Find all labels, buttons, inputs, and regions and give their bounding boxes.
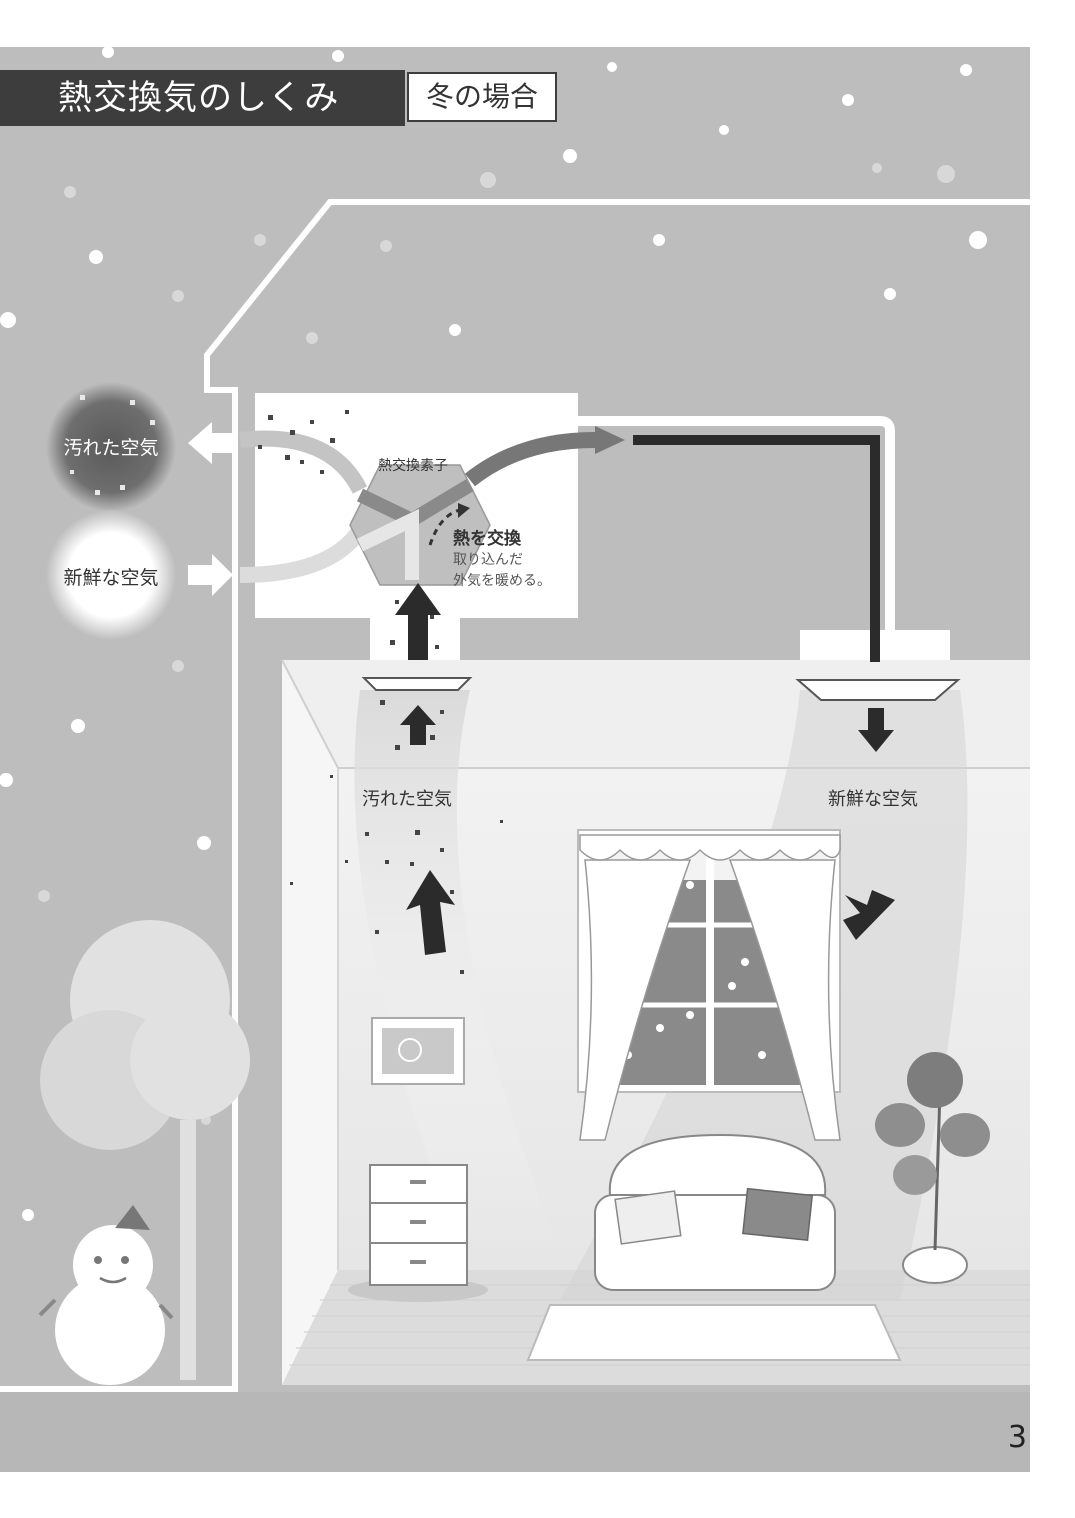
unit-intake-arrow (395, 583, 441, 660)
intake-outside-arrow (188, 554, 233, 596)
supply-vent (795, 679, 961, 701)
dresser (348, 1164, 488, 1302)
house-outline (204, 199, 1030, 1389)
snowman (38, 1205, 174, 1385)
intake-duct (239, 525, 367, 583)
exhaust-vent (361, 677, 473, 691)
exhaust-duct (239, 430, 368, 494)
attic-frame (570, 416, 895, 650)
heat-exchange-element-label: 熱交換素子 (378, 458, 448, 474)
wall-picture (371, 1017, 465, 1085)
snowflakes (0, 46, 987, 1221)
heat-exchange-title: 熱を交換 (453, 529, 521, 549)
heat-exchange-arrow (428, 508, 461, 546)
rug (526, 1304, 902, 1361)
potted-plant (875, 1052, 990, 1284)
heat-exchange-desc-1: 取り込んだ (453, 552, 523, 568)
supply-vent-arrow (858, 708, 894, 752)
page-number: 3 (1007, 1420, 1027, 1455)
exhaust-vent-arrow (400, 705, 436, 745)
page-title: 熱交換気のしくみ (0, 70, 405, 126)
ground-band (0, 1392, 1030, 1472)
room-dirty-arrow (406, 870, 455, 955)
room-dirty-air-label: 汚れた空気 (362, 789, 452, 810)
dirty-air-bubble (46, 382, 176, 512)
tree (40, 920, 250, 1380)
sofa (594, 1133, 836, 1291)
fresh-air-bubble (46, 510, 176, 640)
window (577, 829, 841, 1141)
supply-duct (465, 432, 596, 487)
dirty-particles (258, 410, 503, 974)
outside-fresh-air-label: 新鮮な空気 (63, 567, 159, 589)
dirty-air-beam (354, 690, 560, 1250)
room-fresh-air-label: 新鮮な空気 (828, 789, 918, 810)
outside-dirty-air-label: 汚れた空気 (63, 437, 159, 459)
exhaust-outside-arrow (188, 422, 233, 464)
room-fresh-arrow (843, 890, 895, 940)
supply-pipe (633, 435, 880, 662)
heat-exchange-desc-2: 外気を暖める。 (453, 573, 551, 589)
season-tag: 冬の場合 (407, 72, 557, 122)
